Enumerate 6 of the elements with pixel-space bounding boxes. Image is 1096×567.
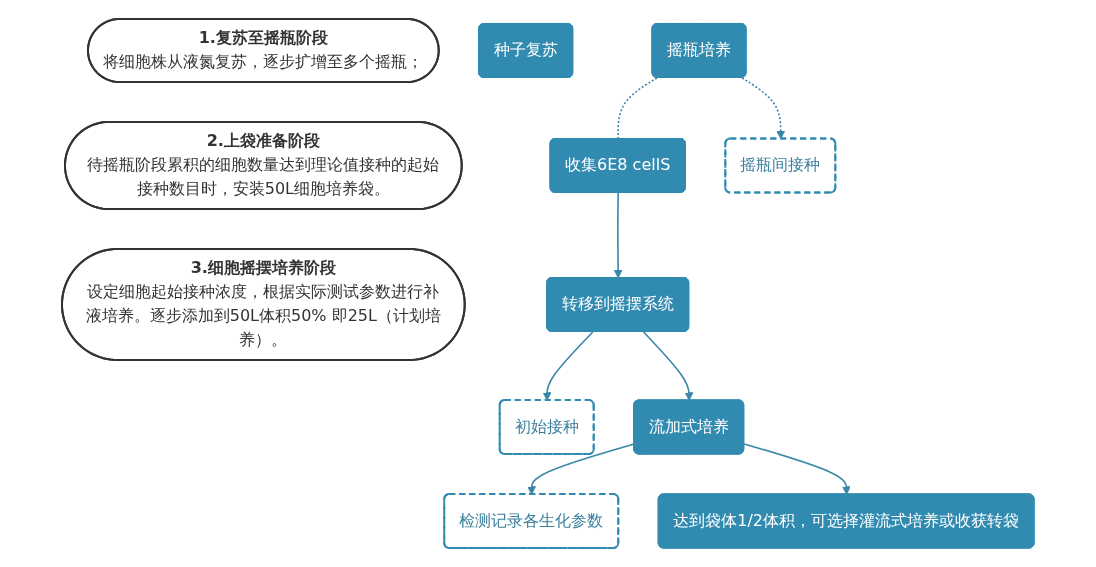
arrow — [743, 443, 851, 495]
arrow — [613, 192, 623, 279]
arrow — [642, 331, 694, 401]
arrow — [542, 331, 594, 401]
arrow — [527, 443, 635, 495]
arrow — [741, 77, 786, 140]
